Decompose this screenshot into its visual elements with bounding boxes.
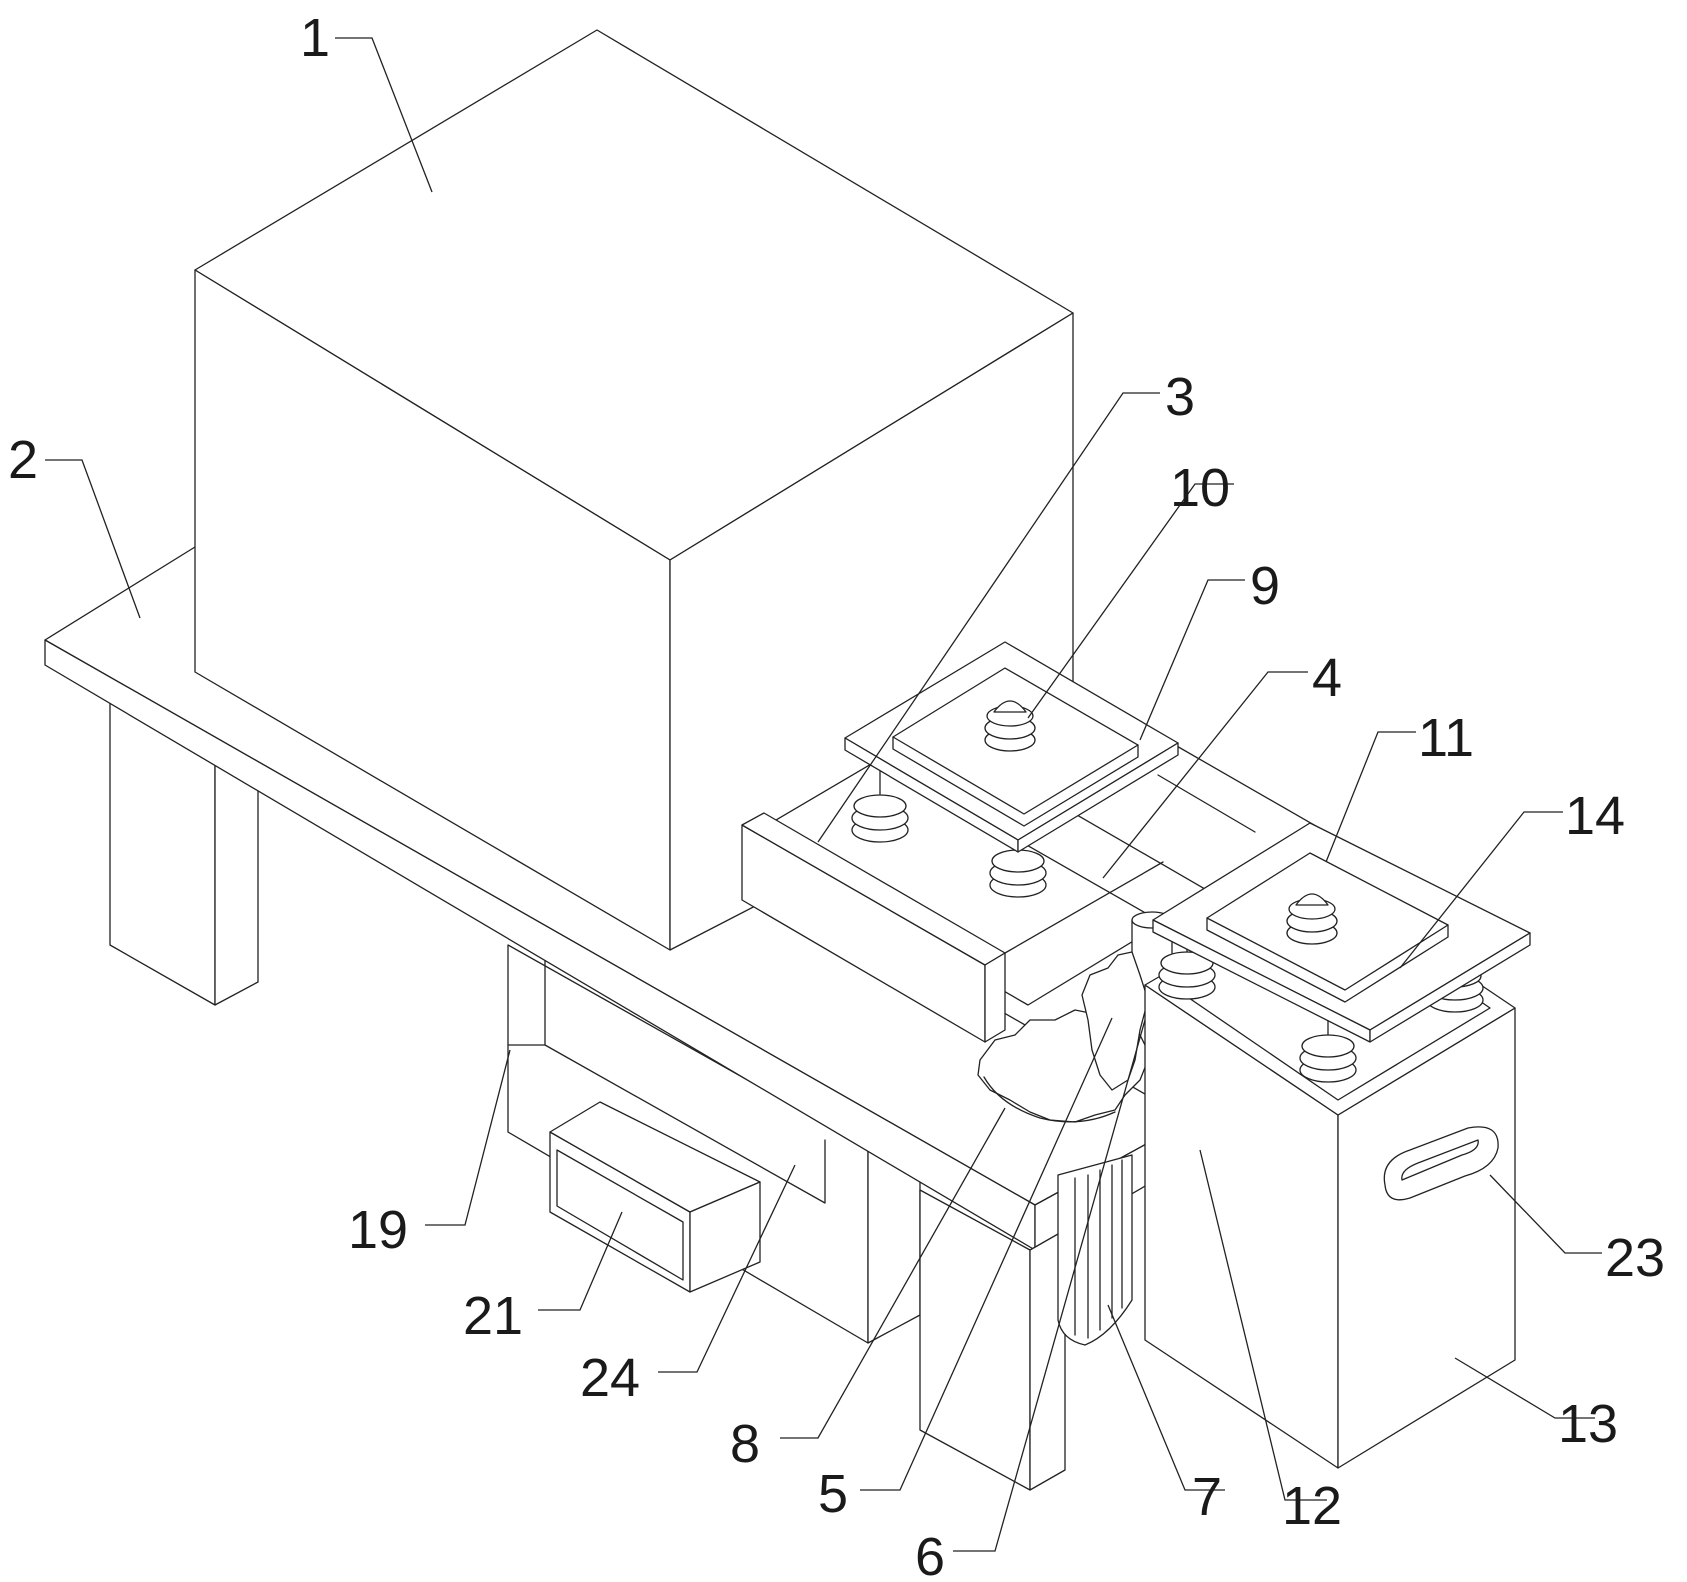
label-8: 8 [730,1414,760,1474]
label-24: 24 [580,1348,640,1408]
label-9: 9 [1250,556,1280,616]
label-10: 10 [1170,458,1230,518]
label-5: 5 [818,1464,848,1524]
label-1: 1 [300,8,330,68]
label-11: 11 [1418,708,1474,768]
label-13: 13 [1558,1394,1618,1454]
label-4: 4 [1312,648,1342,708]
label-19: 19 [348,1200,408,1260]
label-12: 12 [1282,1476,1342,1536]
label-7: 7 [1192,1467,1222,1527]
label-14: 14 [1565,786,1625,846]
label-23: 23 [1605,1228,1665,1288]
label-6: 6 [915,1527,945,1582]
label-3: 3 [1165,367,1195,427]
label-21: 21 [463,1286,523,1346]
label-2: 2 [8,430,38,490]
motor [1058,1155,1132,1345]
